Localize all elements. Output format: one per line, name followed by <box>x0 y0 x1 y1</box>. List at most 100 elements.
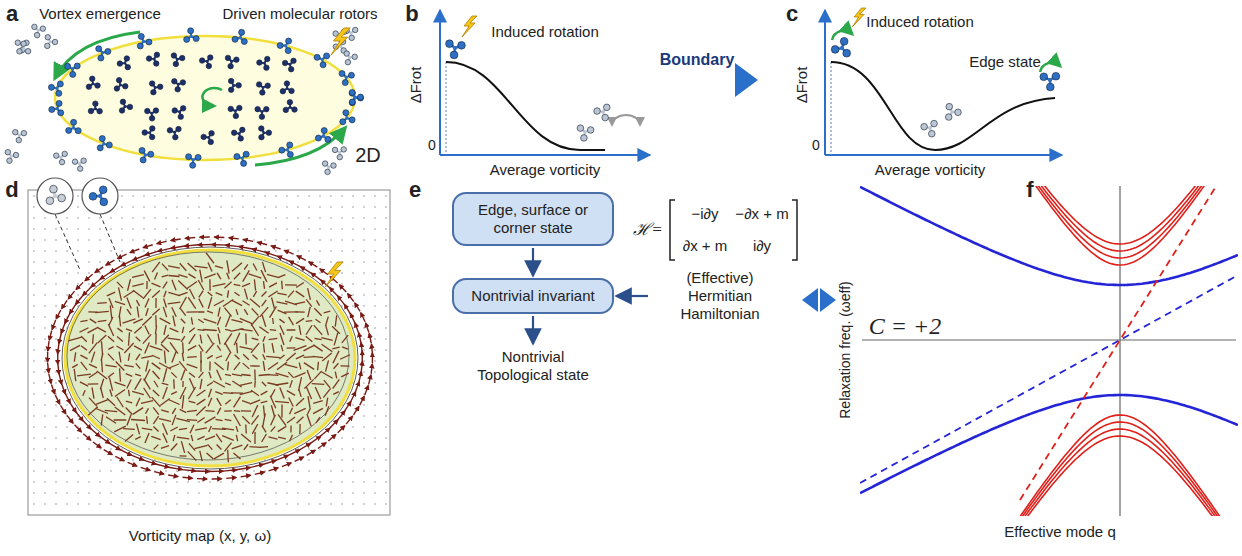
annotation: Edge state <box>969 54 1041 71</box>
molecule <box>17 41 31 54</box>
molecule <box>349 89 363 105</box>
molecule <box>53 151 67 165</box>
result-text: Nontrivial Topological state <box>462 346 604 386</box>
panel-heading: Vortex emergence <box>39 6 161 23</box>
node-text: Nontrivial Topological state <box>466 348 600 384</box>
molecule <box>228 78 241 92</box>
axis-tick: 0 <box>428 138 436 153</box>
molecule <box>199 55 213 69</box>
molecule <box>142 126 155 140</box>
molecule <box>89 186 107 206</box>
molecule <box>66 119 82 133</box>
molecule <box>88 101 102 114</box>
map-caption: Vorticity map (x, y, ω) <box>129 528 271 545</box>
molecule <box>234 151 249 166</box>
matrix-entry: i∂y <box>753 238 771 255</box>
flow-arrow <box>616 295 648 297</box>
molecule <box>314 53 329 68</box>
molecule <box>5 149 19 163</box>
molecule <box>49 100 64 115</box>
axis-label: Average vorticity <box>490 162 601 179</box>
molecule <box>1040 72 1060 90</box>
molecule <box>255 106 269 119</box>
molecule <box>48 81 63 96</box>
molecule <box>259 126 272 140</box>
panel-heading: Driven molecular rotors <box>222 6 377 23</box>
molecule <box>594 104 610 121</box>
molecule <box>119 99 132 113</box>
molecule <box>46 185 66 204</box>
molecule <box>577 125 594 141</box>
annotation: Induced rotation <box>866 14 974 31</box>
molecule <box>831 37 850 57</box>
molecule <box>280 81 294 94</box>
axis-label: Relaxation freq. (ωeff) <box>838 281 853 419</box>
panel-letter: c <box>786 2 798 26</box>
process-box: Nontrivial invariant <box>452 278 614 314</box>
matrix-entry: −i∂y <box>691 206 718 223</box>
chern-number: C = +2 <box>869 313 941 339</box>
molecule <box>172 106 186 120</box>
panel-letter: f <box>1026 178 1033 202</box>
molecule <box>231 127 245 141</box>
lightning-bolt <box>325 262 343 287</box>
molecule <box>945 103 961 120</box>
lightning-bolt <box>852 8 866 27</box>
molecule <box>232 29 247 44</box>
transition-label: Boundary <box>660 51 735 69</box>
molecule <box>86 76 100 90</box>
molecule <box>277 38 292 54</box>
annotation: Induced rotation <box>491 24 599 41</box>
panel-letter: e <box>409 178 421 202</box>
molecule <box>97 136 112 151</box>
flow-arrow <box>532 316 534 344</box>
molecule <box>114 77 128 91</box>
panel-letter: a <box>6 2 18 26</box>
molecule <box>340 110 355 125</box>
panel-letter: d <box>5 178 18 202</box>
process-box: Edge, surface or corner state <box>452 192 614 246</box>
molecule <box>146 52 159 66</box>
matrix-entry: −∂x + m <box>735 206 788 223</box>
axis-label: Average vorticity <box>875 162 986 179</box>
molecule <box>139 147 154 163</box>
axis-label: Effective mode q <box>1004 524 1115 541</box>
matrix-symbol: ℋ= <box>633 221 662 240</box>
molecule <box>186 154 202 169</box>
molecule <box>921 120 938 137</box>
node-text: Edge, surface or corner state <box>462 201 604 237</box>
molecule <box>201 131 214 145</box>
molecule <box>322 161 336 175</box>
molecule <box>225 55 239 69</box>
lightning-bolt <box>462 16 477 37</box>
molecule <box>332 147 346 160</box>
node-text: (Effective) Hermitian Hamiltonian <box>654 269 786 323</box>
molecule <box>171 53 185 67</box>
dimension-label: 2D <box>355 144 381 166</box>
molecule <box>184 28 200 43</box>
molecule <box>446 40 466 59</box>
molecule <box>65 63 81 77</box>
molecule <box>282 58 296 72</box>
panel-letter: b <box>405 2 418 26</box>
molecule <box>344 51 358 65</box>
molecule <box>228 105 242 118</box>
molecule <box>117 56 130 70</box>
axis-label: ΔFrot <box>794 67 811 104</box>
flow-arrow <box>532 248 534 276</box>
node-text: Nontrivial invariant <box>462 287 604 305</box>
molecule <box>13 129 27 142</box>
molecule <box>339 71 354 86</box>
molecule <box>172 79 186 92</box>
matrix-entry: ∂x + m <box>683 238 728 255</box>
input-text: (Effective) Hermitian Hamiltonian <box>650 267 790 325</box>
lightning-bolt <box>331 28 351 55</box>
molecule <box>96 46 111 61</box>
molecule <box>149 81 163 95</box>
molecule <box>45 34 58 48</box>
axis-tick: 0 <box>812 138 820 153</box>
molecule <box>257 56 270 70</box>
molecule <box>137 33 152 49</box>
